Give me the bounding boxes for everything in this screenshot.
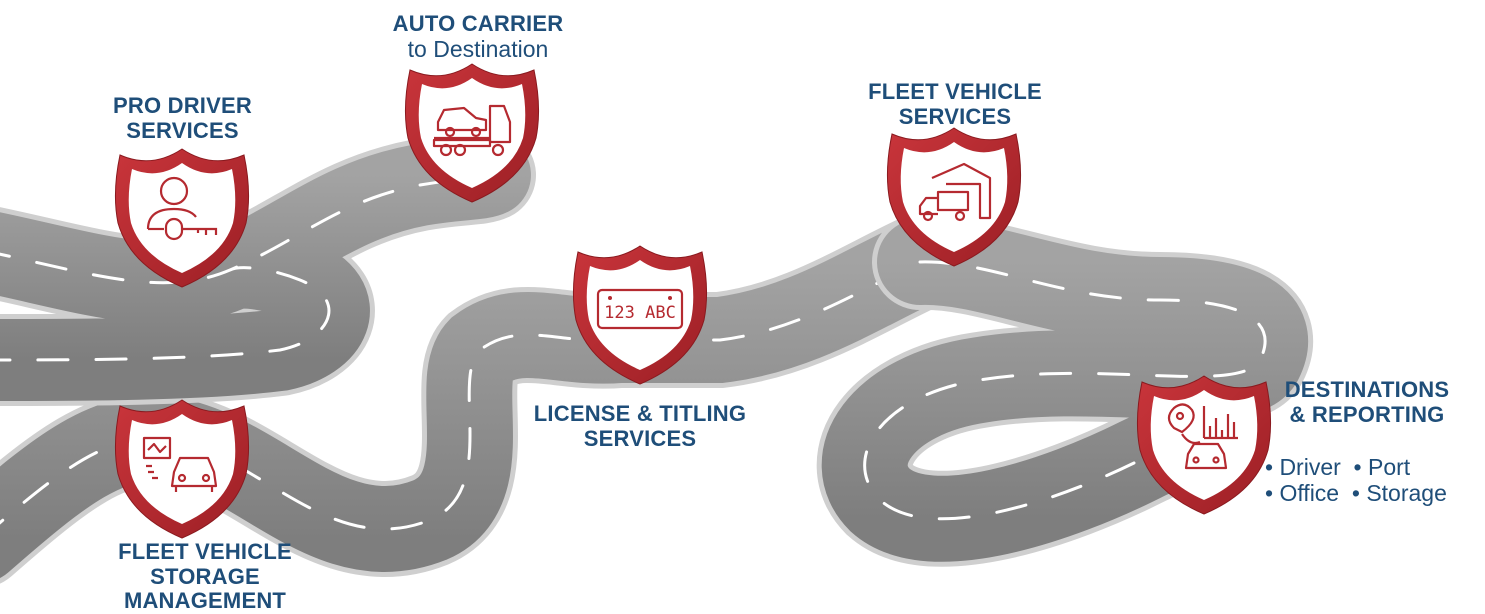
label-pro-driver: PRO DRIVER SERVICES <box>95 93 270 143</box>
driver-with-key-icon <box>146 176 218 241</box>
destinations-bullets: • Driver • Port • Office • Storage <box>1265 454 1480 507</box>
garage-truck-icon <box>918 162 992 222</box>
label-auto-carrier: AUTO CARRIER to Destination <box>388 11 568 62</box>
road-right-loop <box>816 213 1313 567</box>
destinations-reporting-line1: DESTINATIONS <box>1284 377 1450 402</box>
pro-driver-line2: SERVICES <box>126 117 239 143</box>
fleet-vehicle-services-line2: SERVICES <box>898 103 1012 129</box>
shield-pro-driver <box>114 148 250 288</box>
license-titling-line1: LICENSE & TITLING <box>533 401 747 426</box>
license-plate-icon: 123 ABC <box>596 288 684 330</box>
shield-fleet-vehicle-services <box>886 127 1022 267</box>
location-chart-car-icon <box>1167 403 1238 470</box>
label-destinations-reporting: DESTINATIONS & REPORTING <box>1272 377 1462 427</box>
shield-storage-management <box>114 399 250 539</box>
auto-carrier-subtitle: to Destination <box>407 35 549 62</box>
storage-management-line1: FLEET VEHICLE <box>118 539 292 564</box>
fleet-vehicle-services-line1: FLEET VEHICLE <box>868 79 1042 104</box>
shield-destinations-reporting <box>1136 375 1272 515</box>
label-fleet-vehicle-services: FLEET VEHICLE SERVICES <box>860 79 1050 129</box>
auto-carrier-truck-icon <box>432 104 512 157</box>
destinations-bullets-row1: • Driver • Port <box>1265 454 1411 480</box>
destinations-bullets-row2: • Office • Storage <box>1265 479 1447 506</box>
label-license-titling: LICENSE & TITLING SERVICES <box>525 401 755 451</box>
license-plate-text: 123 ABC <box>604 303 676 323</box>
auto-carrier-title: AUTO CARRIER <box>392 11 564 36</box>
license-titling-line2: SERVICES <box>583 425 697 451</box>
shield-auto-carrier <box>404 63 540 203</box>
storage-management-line2: STORAGE MANAGEMENT <box>123 563 287 614</box>
storage-monitor-car-icon <box>142 436 218 492</box>
pro-driver-line1: PRO DRIVER <box>113 93 252 118</box>
shield-license-titling: 123 ABC <box>572 245 708 385</box>
destinations-reporting-line2: & REPORTING <box>1289 401 1445 427</box>
